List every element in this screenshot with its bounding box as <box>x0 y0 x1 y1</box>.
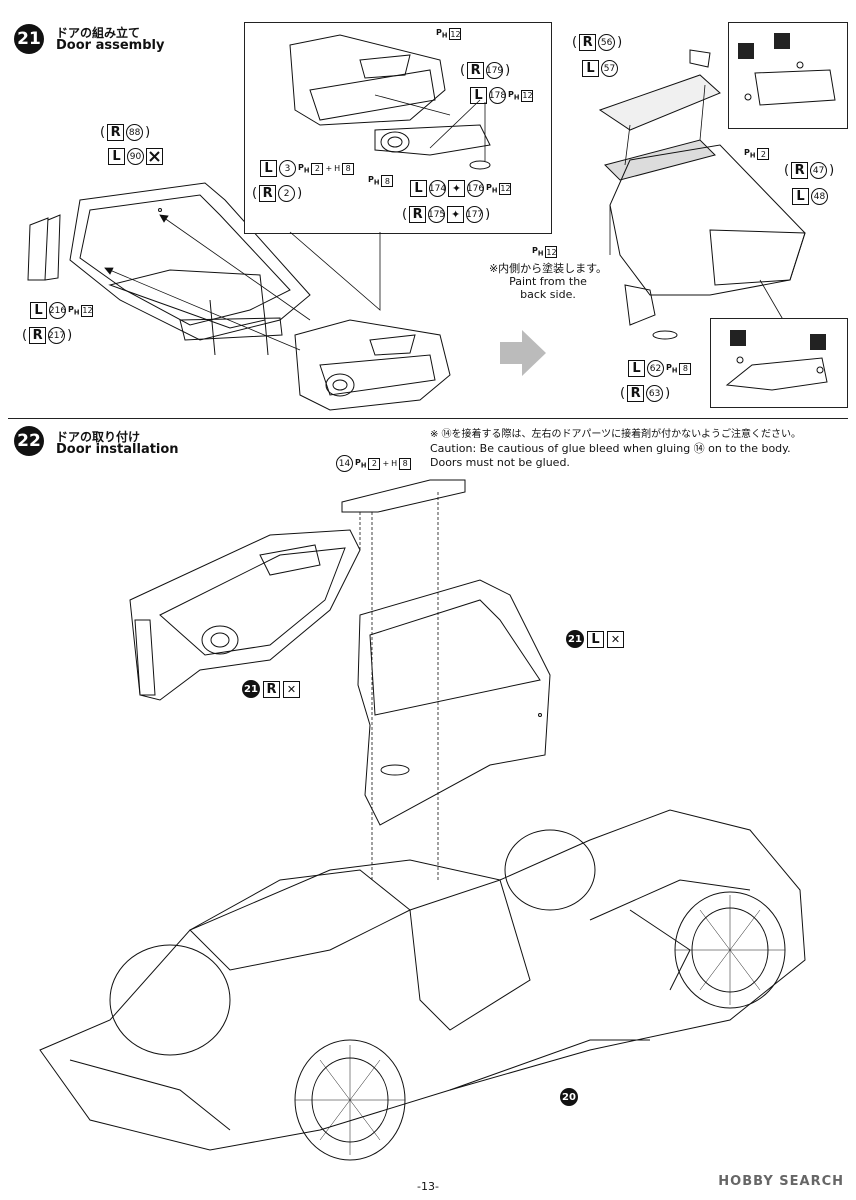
step-22-title-en: Door installation <box>56 442 179 457</box>
caution-note: ※ ⑭を接着する際は、左右のドアパーツに接着剤が付かないようご注意ください。 C… <box>430 428 846 470</box>
caution-en-2: Doors must not be glued. <box>430 456 570 469</box>
part14-drawing <box>330 470 470 910</box>
door-glass-outer-drawing <box>590 45 815 365</box>
glue-icon <box>146 148 163 165</box>
step-22-title-jp: ドアの取り付け <box>56 430 141 444</box>
inset-leader-lines <box>0 0 856 420</box>
step-21-title-jp: ドアの組み立て <box>56 26 141 40</box>
watermark: HOBBY SEARCH <box>718 1174 844 1189</box>
door-panel-drawing <box>20 180 320 380</box>
decal-icon: ✦ <box>447 206 465 223</box>
left-door-drawing <box>120 520 390 710</box>
ref-left-door: 21 R ✕ <box>242 680 300 698</box>
glass-decal-top-drawing <box>738 33 845 125</box>
caution-en-1: Caution: Be cautious of glue bleed when … <box>430 442 791 455</box>
paint-note-en-2: back side. <box>520 288 576 301</box>
paint-note-jp: ※内側から塗装します。 <box>488 262 608 275</box>
glass-decal-bottom-drawing <box>712 330 844 404</box>
glue-icon: ✕ <box>283 680 300 698</box>
page-number: -13- <box>417 1180 439 1193</box>
inset-door-inner-drawing <box>280 30 530 190</box>
ref-right-door: 21 L ✕ <box>566 630 624 648</box>
paint-note-en-1: Paint from the <box>509 275 587 288</box>
section-divider <box>8 418 848 419</box>
ref-body: 20 <box>560 1088 578 1106</box>
step-21-title-en: Door assembly <box>56 38 165 53</box>
step-21-number: 21 <box>14 24 44 54</box>
car-body-drawing <box>30 800 820 1170</box>
door-inner-bottom-drawing <box>290 315 460 415</box>
inset-door-detail <box>244 22 552 234</box>
paint-note: ※内側から塗装します。 Paint from the back side. <box>484 262 612 301</box>
right-door-drawing <box>350 575 560 840</box>
decal-icon: ✦ <box>448 180 465 197</box>
caution-jp: ※ ⑭を接着する際は、左右のドアパーツに接着剤が付かないようご注意ください。 <box>430 429 801 440</box>
arrow-right-icon <box>500 330 546 376</box>
step-22-number: 22 <box>14 426 44 456</box>
glue-icon: ✕ <box>607 630 624 648</box>
